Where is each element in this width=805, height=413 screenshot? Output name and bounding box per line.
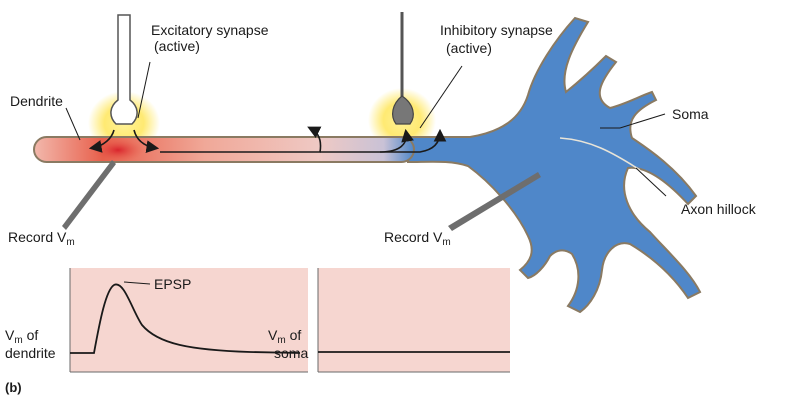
record-electrode-right [448, 172, 541, 231]
label-vm-dendrite: Vm of [5, 327, 39, 346]
label-epsp: EPSP [154, 276, 192, 292]
plot-dendrite [69, 268, 308, 373]
label-axon-hillock: Axon hillock [681, 201, 756, 217]
plot-soma [317, 268, 510, 373]
label-vm-soma-line2: soma [274, 345, 309, 361]
label-vm-soma: Vm of [268, 327, 302, 346]
soma-body [407, 16, 702, 314]
label-soma: Soma [672, 106, 709, 122]
label-record-vm-right: Record Vm [384, 229, 451, 248]
label-excitatory-synapse: Excitatory synapse [151, 22, 269, 38]
leader-lines [65, 61, 667, 197]
dendrite-tube [33, 136, 415, 163]
label-excitatory-active: (active) [154, 38, 200, 54]
current-arrows [88, 126, 447, 153]
label-inhibitory-active: (active) [446, 40, 492, 56]
excitatory-synapse [110, 14, 138, 125]
epsp-leader [123, 281, 151, 285]
plot-soma-bg [318, 268, 510, 372]
label-dendrite: Dendrite [10, 93, 63, 109]
plot-dendrite-bg [70, 268, 308, 372]
depolarization-spot [92, 138, 144, 162]
inhibitory-synapse [392, 12, 414, 125]
epsp-trace [70, 283, 301, 354]
label-inhibitory-synapse: Inhibitory synapse [440, 22, 553, 38]
label-record-vm-left: Record Vm [8, 229, 75, 248]
panel-label: (b) [5, 380, 22, 395]
record-electrode-left [62, 160, 116, 230]
label-vm-dendrite-line2: dendrite [5, 345, 56, 361]
